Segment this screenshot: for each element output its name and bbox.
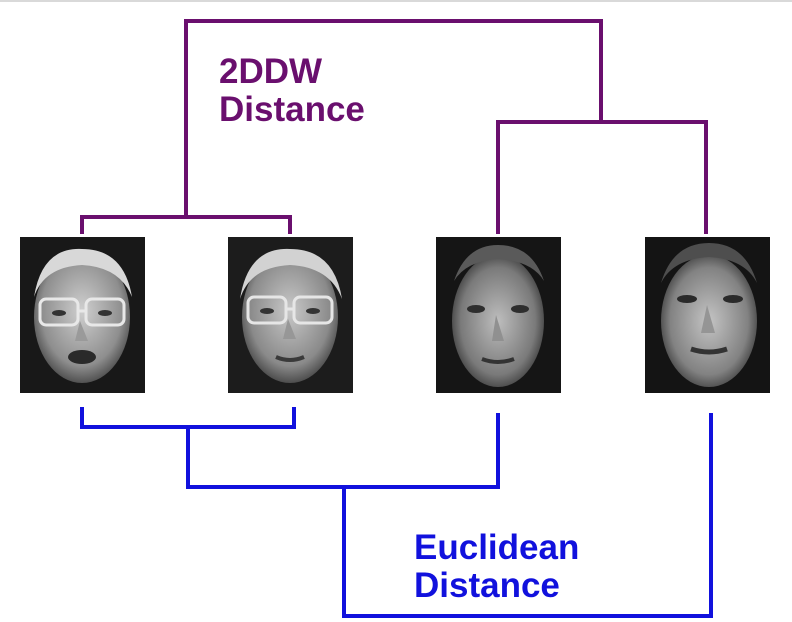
2ddw-merge-root (184, 19, 603, 217)
2ddw-dendrogram (80, 19, 708, 234)
euclidean-label-line2: Distance (414, 566, 560, 605)
face-image-4 (645, 237, 770, 393)
2ddw-distance-label: 2DDW Distance (219, 53, 365, 129)
euclidean-dendrogram (80, 407, 713, 618)
euclidean-merge-root (342, 413, 713, 618)
euclidean-distance-label: Euclidean Distance (414, 529, 579, 605)
euclidean-merge-with-face-3 (186, 413, 500, 489)
face-image-3 (436, 237, 561, 393)
euclidean-merge-pair-a (80, 407, 296, 429)
2ddw-merge-pair-b (496, 120, 708, 234)
2ddw-merge-pair-a (80, 215, 292, 234)
2ddw-label-line1: 2DDW (219, 52, 323, 91)
euclidean-label-line1: Euclidean (414, 528, 580, 567)
face-image-1 (20, 237, 145, 393)
face-image-2 (228, 237, 353, 393)
2ddw-label-line2: Distance (219, 90, 365, 129)
top-rule (0, 0, 792, 2)
